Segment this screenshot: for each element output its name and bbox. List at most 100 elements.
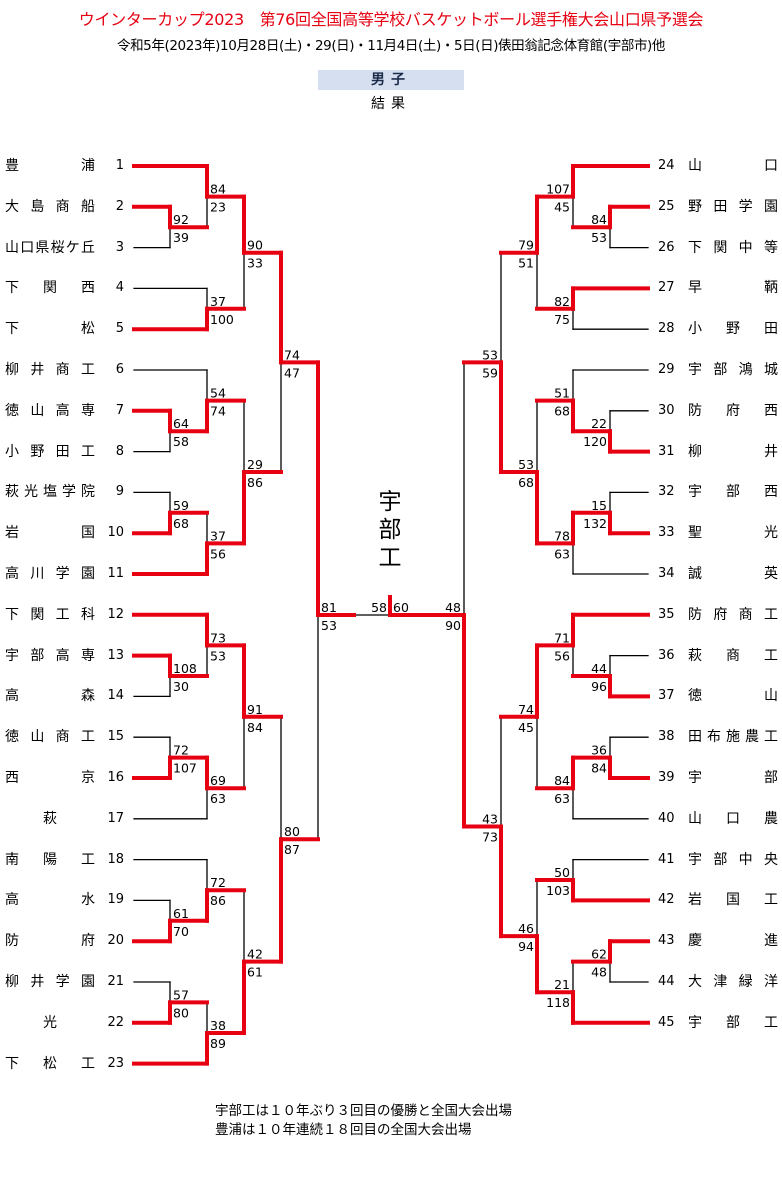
team-number: 20 (107, 933, 124, 949)
team-name: 宇部工 (688, 1014, 778, 1031)
final-score-right: 60 (393, 600, 409, 615)
page-title: ウインターカップ2023 第76回全国高等学校バスケットボール選手権大会山口県予… (78, 10, 704, 29)
team-name: 下関西 (5, 280, 95, 297)
match-score: 68 (518, 475, 534, 490)
match-score: 120 (583, 434, 607, 449)
team-name: 岩国工 (688, 892, 778, 909)
team-name: 田布施農工 (688, 729, 778, 746)
final-score-left: 58 (371, 600, 387, 615)
match-score: 72 (173, 743, 189, 758)
team-name: 豊浦 (5, 158, 95, 174)
team-number: 27 (658, 280, 675, 296)
match-score: 63 (210, 791, 226, 806)
match-score: 15 (591, 498, 607, 513)
match-score: 80 (284, 824, 300, 839)
team-number: 28 (658, 321, 675, 337)
team-name: 大津緑洋 (688, 974, 778, 990)
match-score: 86 (247, 475, 263, 490)
team-number: 1 (115, 158, 124, 173)
team-name: 聖光 (688, 525, 778, 542)
match-score: 29 (247, 457, 263, 472)
match-score: 30 (173, 679, 189, 694)
match-score: 94 (518, 939, 534, 954)
match-score: 63 (554, 546, 570, 561)
notes: 宇部工は１０年ぶり３回目の優勝と全国大会出場 豊浦は１０年連続１８回目の全国大会… (215, 1102, 512, 1140)
team-name: 下関工科 (5, 606, 95, 623)
match-score: 107 (173, 761, 197, 776)
match-score: 118 (546, 995, 570, 1010)
team-name: 誠英 (688, 566, 778, 582)
match-score: 89 (210, 1036, 226, 1051)
match-score: 73 (210, 630, 226, 645)
match-score: 53 (482, 347, 498, 362)
team-number: 44 (658, 974, 675, 989)
team-name: 柳井学園 (5, 974, 95, 990)
team-name: 小野田工 (5, 443, 95, 460)
match-score: 33 (247, 256, 263, 271)
match-score: 96 (591, 679, 607, 694)
match-score: 57 (173, 987, 189, 1002)
match-score: 46 (518, 921, 534, 936)
match-score: 48 (445, 600, 461, 615)
match-score: 68 (554, 404, 570, 419)
match-score: 42 (247, 947, 263, 962)
match-score: 62 (591, 947, 607, 962)
team-name: 柳井商工 (5, 362, 95, 378)
team-name: 宇部 (688, 770, 778, 786)
match-score: 80 (173, 1005, 189, 1020)
team-name: 山口農 (688, 810, 778, 827)
match-score: 82 (554, 294, 570, 309)
match-score: 36 (591, 743, 607, 758)
match-score: 90 (445, 618, 461, 633)
match-score: 51 (518, 256, 534, 271)
team-number: 13 (107, 647, 124, 663)
match-score: 61 (247, 965, 263, 980)
team-number: 33 (658, 525, 675, 541)
match-score: 84 (591, 761, 607, 776)
match-score: 75 (554, 312, 570, 327)
match-score: 37 (210, 294, 226, 309)
team-number: 26 (658, 239, 675, 255)
match-score: 73 (482, 829, 498, 844)
match-score: 58 (173, 434, 189, 449)
team-name: 宇部高専 (5, 647, 95, 664)
team-number: 42 (658, 892, 675, 908)
match-score: 23 (210, 200, 226, 215)
team-number: 23 (107, 1055, 124, 1071)
team-name: 高川学園 (5, 566, 95, 582)
match-score: 70 (173, 924, 189, 939)
team-number: 8 (115, 443, 124, 459)
match-score: 84 (210, 182, 226, 197)
match-score: 59 (482, 365, 498, 380)
match-score: 71 (554, 630, 570, 645)
team-name: 下松 (5, 321, 95, 338)
team-number: 19 (107, 892, 124, 908)
match-score: 100 (210, 312, 234, 327)
team-name: 萩 (43, 810, 57, 827)
team-number: 41 (658, 851, 675, 867)
match-score: 84 (591, 212, 607, 227)
match-score: 74 (284, 347, 300, 362)
match-score: 44 (591, 661, 607, 676)
match-score: 53 (210, 648, 226, 663)
match-score: 78 (554, 528, 570, 543)
team-number: 6 (115, 362, 124, 377)
team-number: 35 (658, 606, 675, 622)
team-number: 4 (115, 280, 124, 296)
team-name: 山口県桜ケ丘 (5, 239, 95, 256)
match-score: 72 (210, 875, 226, 890)
team-name: 防府西 (688, 402, 778, 419)
match-score: 74 (518, 702, 534, 717)
team-number: 11 (107, 566, 124, 581)
match-score: 103 (546, 883, 570, 898)
match-score: 48 (591, 965, 607, 980)
team-name: 高水 (5, 892, 95, 909)
match-score: 92 (173, 212, 189, 227)
team-number: 25 (658, 198, 675, 214)
team-number: 5 (115, 321, 124, 337)
team-name: 西京 (5, 770, 95, 786)
match-score: 45 (554, 200, 570, 215)
team-name: 徳山商工 (5, 729, 95, 746)
match-score: 79 (518, 238, 534, 253)
match-score: 59 (173, 498, 189, 513)
